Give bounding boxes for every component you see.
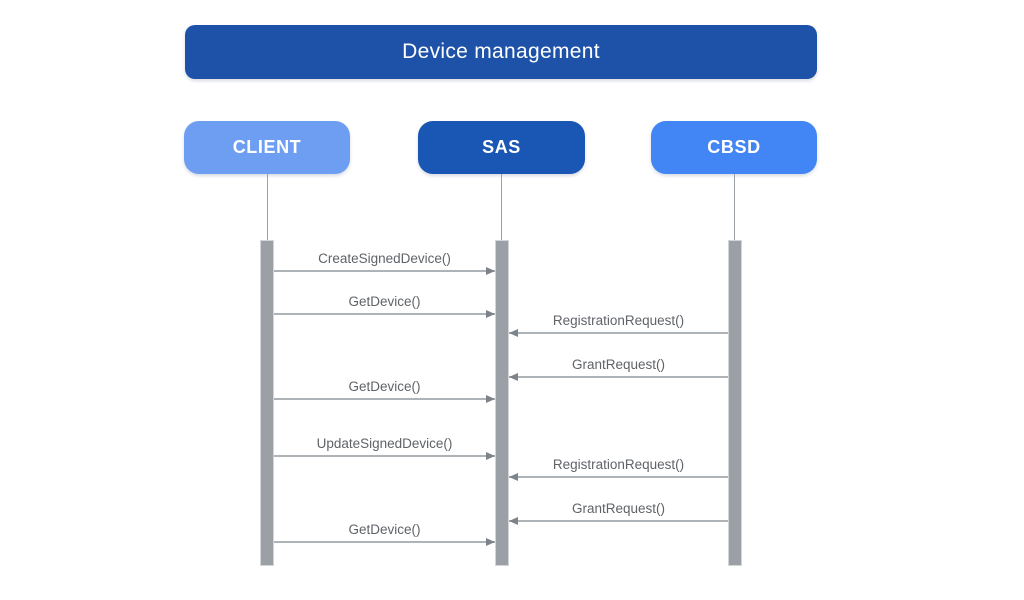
message-1-arrow (274, 270, 495, 272)
message-4-label: GrantRequest() (571, 357, 666, 372)
message-1: CreateSignedDevice() (274, 250, 495, 272)
participant-sas: SAS (418, 121, 585, 174)
lifeline-sas (501, 174, 502, 240)
activation-bar-cbsd (728, 240, 742, 566)
message-5-arrow (274, 398, 495, 400)
participant-cbsd-label: CBSD (707, 137, 761, 157)
message-9: GetDevice() (274, 521, 495, 543)
participant-client: CLIENT (184, 121, 350, 174)
message-8-label: GrantRequest() (571, 501, 666, 516)
message-9-label: GetDevice() (348, 522, 421, 537)
message-9-arrow (274, 541, 495, 543)
message-7-label: RegistrationRequest() (552, 457, 685, 472)
message-6-arrow (274, 455, 495, 457)
message-2-arrow (274, 313, 495, 315)
message-5: GetDevice() (274, 378, 495, 400)
message-7-arrow (509, 476, 728, 478)
diagram-title: Device management (402, 40, 600, 63)
message-1-label: CreateSignedDevice() (318, 251, 451, 266)
lifeline-client (267, 174, 268, 240)
message-4: GrantRequest() (509, 356, 728, 378)
message-2-label: GetDevice() (348, 294, 421, 309)
participant-cbsd: CBSD (651, 121, 817, 174)
activation-bar-client (260, 240, 274, 566)
message-6: UpdateSignedDevice() (274, 435, 495, 457)
message-8: GrantRequest() (509, 500, 728, 522)
message-3-label: RegistrationRequest() (552, 313, 685, 328)
message-3: RegistrationRequest() (509, 312, 728, 334)
message-5-label: GetDevice() (348, 379, 421, 394)
message-8-arrow (509, 520, 728, 522)
message-4-arrow (509, 376, 728, 378)
message-7: RegistrationRequest() (509, 456, 728, 478)
lifeline-cbsd (734, 174, 735, 240)
message-2: GetDevice() (274, 293, 495, 315)
message-3-arrow (509, 332, 728, 334)
participant-sas-label: SAS (482, 137, 521, 157)
participant-client-label: CLIENT (232, 137, 302, 157)
activation-bar-sas (495, 240, 509, 566)
diagram-title-banner: Device management (185, 25, 817, 79)
message-6-label: UpdateSignedDevice() (316, 436, 453, 451)
